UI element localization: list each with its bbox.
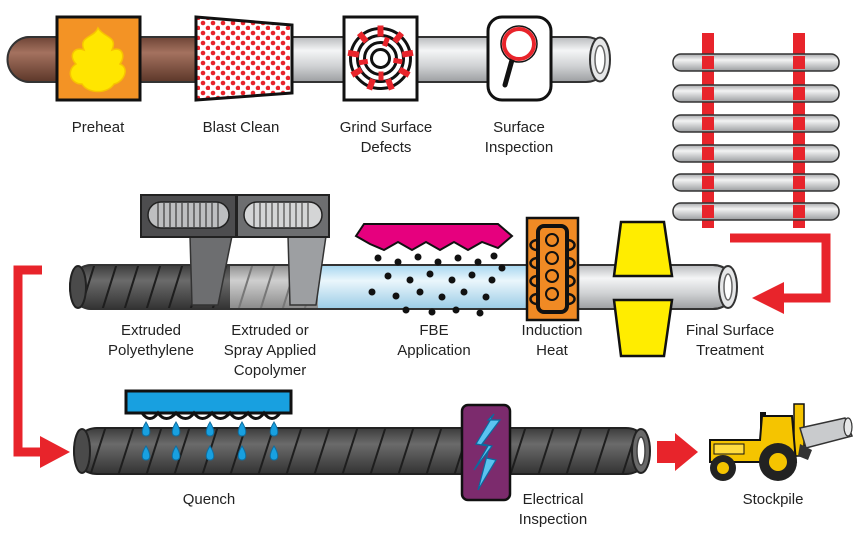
flow-arrow-icon — [13, 265, 70, 468]
label-blast-clean: Blast Clean — [202, 119, 280, 136]
flow-arrow-icon — [730, 233, 831, 314]
label-preheat: Preheat — [71, 119, 125, 136]
label-grind-surface-defects: Grind Surface Defects — [339, 119, 433, 156]
label-copolymer: Extruded or Spray Applied Copolymer — [223, 322, 317, 379]
quench-header — [124, 389, 293, 461]
label-extruded-polyethylene: Extruded Polyethylene — [108, 322, 194, 359]
magnifier-icon — [500, 25, 538, 88]
label-surface-inspection: Surface Inspection — [484, 119, 554, 156]
induction-heater — [525, 216, 580, 322]
loader-truck-icon — [709, 403, 854, 481]
label-fbe-application: FBE Application — [397, 322, 471, 359]
preheat-station — [55, 15, 142, 102]
label-electrical-inspection: Electrical Inspection — [518, 491, 588, 528]
fbe-applicator — [354, 223, 514, 317]
polyethylene-extruder — [140, 194, 237, 306]
electrical-inspection-station — [460, 403, 512, 502]
blast-clean-station — [194, 15, 294, 102]
final-surface-treatment-station — [612, 220, 674, 358]
bottom-pipe — [73, 427, 651, 475]
water-drop-icon — [141, 421, 279, 461]
lightning-icon — [473, 413, 502, 491]
surface-inspection-station — [486, 15, 553, 102]
copolymer-extruder — [236, 194, 330, 306]
label-stockpile: Stockpile — [742, 491, 804, 508]
label-quench: Quench — [182, 491, 236, 508]
grind-station — [342, 15, 419, 102]
label-induction-heat: Induction Heat — [521, 322, 583, 359]
flame-icon — [69, 26, 126, 93]
flow-arrow-icon — [657, 433, 698, 471]
grind-swirl-icon — [347, 25, 414, 91]
label-final-surface-treatment: Final Surface Treatment — [685, 322, 775, 359]
pipe-rack — [672, 33, 840, 228]
middle-pipe — [69, 264, 738, 310]
